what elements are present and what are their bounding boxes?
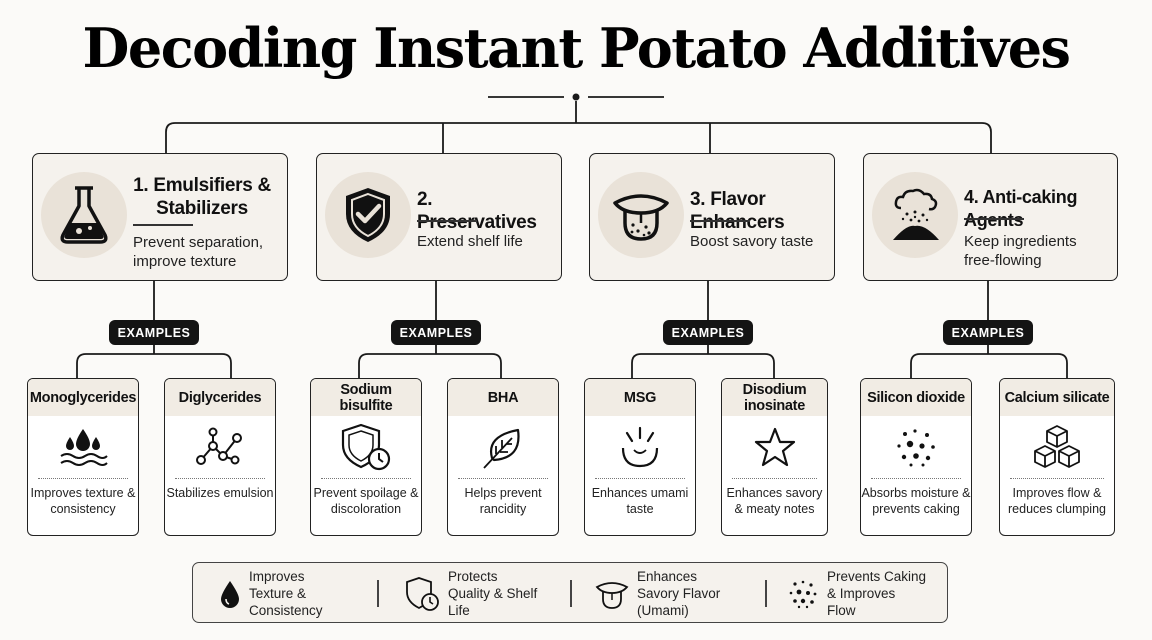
- tongue-icon: [595, 581, 629, 609]
- shield-clock-icon: [406, 576, 439, 611]
- example-diglycerides: Diglycerides Stabilizes emulsion: [164, 378, 276, 536]
- category-preservatives: 2. Preservatives Extend shelf life: [316, 153, 562, 281]
- example-silicon-dioxide: Silicon dioxide Absorbs moisture & preve…: [860, 378, 972, 536]
- example-desc: Improves flow & reduces clumping: [1008, 486, 1106, 516]
- example-desc: Improves texture & consistency: [30, 486, 136, 516]
- category-title: 1. Emulsifiers & Stabilizers: [133, 175, 271, 219]
- examples-pill: EXAMPLES: [943, 320, 1033, 345]
- tongue-icon: [598, 172, 684, 258]
- example-disodium-inosinate: Disodium inosinate Enhances savory & mea…: [721, 378, 828, 536]
- example-calcium-silicate: Calcium silicate Improves flow & reduces…: [999, 378, 1115, 536]
- particles-icon: [789, 580, 817, 608]
- example-name: Sodium bisulfite: [311, 379, 421, 416]
- example-monoglycerides: Monoglycerides Improves texture & consis…: [27, 378, 139, 536]
- category-title: 3. Flavor Enhancers: [690, 189, 785, 233]
- leaf-icon: [448, 416, 558, 478]
- water-drops-icon: [28, 416, 138, 478]
- example-bha: BHA Helps prevent rancidity: [447, 378, 559, 536]
- example-desc: Helps prevent rancidity: [464, 486, 542, 516]
- example-name: Calcium silicate: [1000, 379, 1114, 416]
- legend-item-caking: Prevents Caking & Improves Flow: [787, 563, 927, 624]
- shield-check-icon: [325, 172, 411, 258]
- divider: [964, 218, 1024, 220]
- legend: Improves Texture & Consistency Protects …: [192, 562, 948, 623]
- example-name: MSG: [585, 379, 695, 416]
- divider: [690, 220, 750, 222]
- example-name: Disodium inosinate: [722, 379, 827, 416]
- umami-mouth-icon: [585, 416, 695, 478]
- example-desc: Absorbs moisture & prevents caking: [861, 486, 971, 516]
- flask-icon: [41, 172, 127, 258]
- drop-icon: [221, 580, 239, 608]
- legend-text: Prevents Caking & Improves Flow: [827, 569, 927, 618]
- examples-pill: EXAMPLES: [109, 320, 199, 345]
- example-name: Silicon dioxide: [861, 379, 971, 416]
- example-desc: Enhances savory & meaty notes: [726, 486, 823, 516]
- example-name: Monoglycerides: [28, 379, 138, 416]
- example-desc: Prevent spoilage & discoloration: [313, 486, 419, 516]
- legend-item-shelf-life: Protects Quality & Shelf Life: [404, 563, 540, 624]
- category-flavor-enhancers: 3. Flavor Enhancers Boost savory taste: [589, 153, 835, 281]
- example-desc: Enhances umami taste: [591, 486, 689, 516]
- molecule-icon: [165, 416, 275, 478]
- legend-text: Enhances Savory Flavor (Umami): [637, 569, 721, 618]
- example-name: Diglycerides: [165, 379, 275, 416]
- category-title: 4. Anti-caking Agents: [964, 187, 1078, 230]
- example-sodium-bisulfite: Sodium bisulfite Prevent spoilage & disc…: [310, 378, 422, 536]
- divider: [133, 224, 193, 226]
- example-desc: Stabilizes emulsion: [166, 486, 274, 500]
- shield-clock-icon: [311, 416, 421, 478]
- category-desc: Prevent separation, improve texture: [133, 234, 264, 270]
- cubes-icon: [1000, 416, 1114, 478]
- example-name: BHA: [448, 379, 558, 416]
- divider: [417, 220, 477, 222]
- powder-pile-icon: [872, 172, 958, 258]
- legend-item-texture: Improves Texture & Consistency: [219, 563, 345, 624]
- example-msg: MSG Enhances umami taste: [584, 378, 696, 536]
- examples-pill: EXAMPLES: [391, 320, 481, 345]
- particles-icon: [861, 416, 971, 478]
- category-desc: Extend shelf life: [417, 233, 523, 250]
- category-emulsifiers: 1. Emulsifiers & Stabilizers Prevent sep…: [32, 153, 288, 281]
- examples-pill: EXAMPLES: [663, 320, 753, 345]
- legend-item-flavor: Enhances Savory Flavor (Umami): [595, 563, 737, 624]
- category-desc: Boost savory taste: [690, 233, 814, 250]
- star-icon: [722, 416, 827, 478]
- category-anti-caking: 4. Anti-caking Agents Keep ingredients f…: [863, 153, 1118, 281]
- page-title: Decoding Instant Potato Additives: [82, 16, 1071, 80]
- category-title: 2. Preservatives: [417, 189, 537, 233]
- legend-text: Protects Quality & Shelf Life: [448, 569, 538, 618]
- category-desc: Keep ingredients free-flowing: [964, 233, 1077, 269]
- legend-text: Improves Texture & Consistency: [249, 569, 323, 618]
